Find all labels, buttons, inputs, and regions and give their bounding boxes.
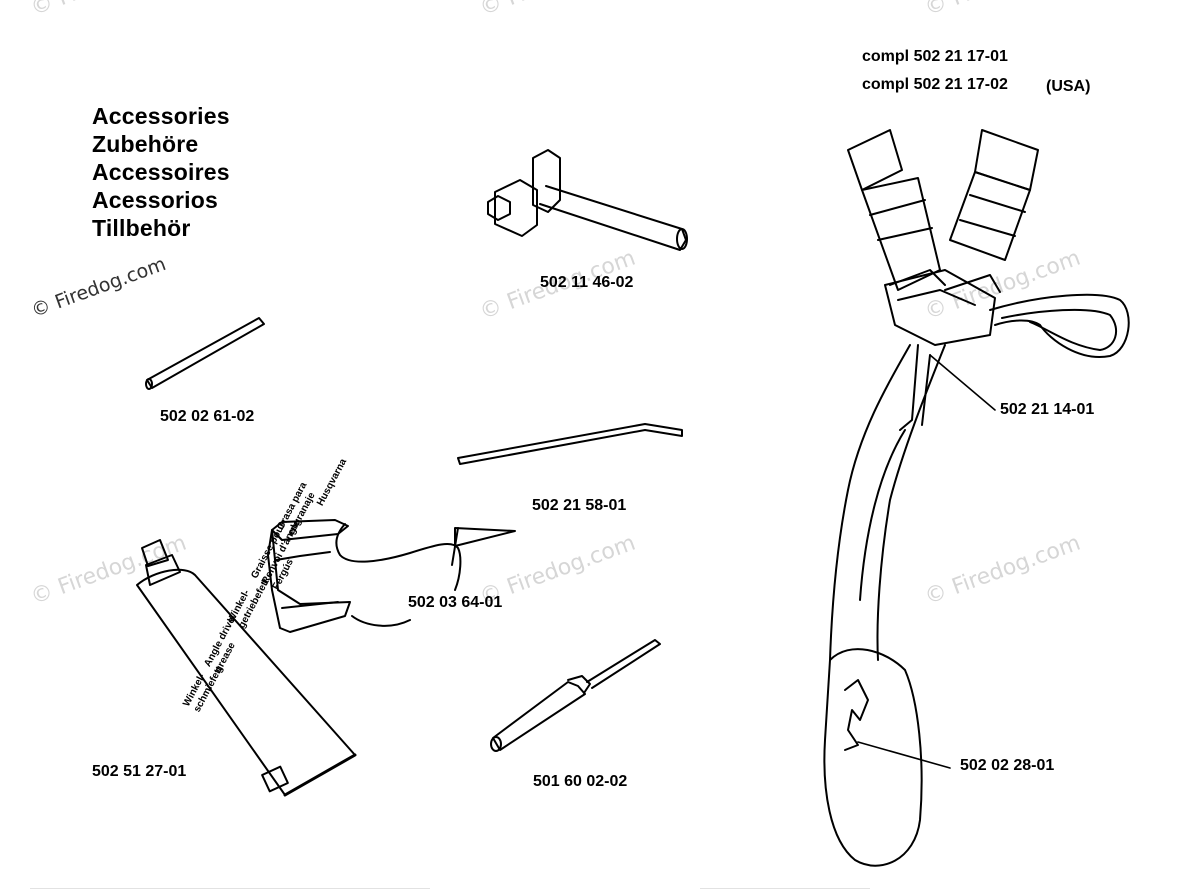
title-block: Accessories Zubehöre Accessoires Acessor… [92, 102, 230, 242]
buckle-part-number: 502 21 14-01 [1000, 401, 1095, 418]
file-part-number: 501 60 02-02 [533, 773, 628, 790]
title-en: Accessories [92, 103, 230, 129]
rod-part-number: 502 21 58-01 [532, 497, 627, 514]
pin-drawing [145, 317, 265, 390]
bottom-divider [30, 888, 430, 889]
title-de: Zubehöre [92, 131, 199, 157]
title-sv: Tillbehör [92, 215, 191, 241]
harness-part-number-2: compl 502 21 17-02 [862, 76, 1008, 93]
tube-text: Husqvarna [315, 457, 349, 508]
guard-drawing [267, 519, 516, 633]
wrench-part-number: 502 11 46-02 [540, 274, 634, 291]
guard-part-number: 502 03 64-01 [408, 594, 503, 611]
harness-drawing [823, 129, 1130, 867]
bottom-divider [700, 888, 870, 889]
pin-part-number: 502 02 61-02 [160, 408, 255, 425]
grease-part-number: 502 51 27-01 [92, 763, 187, 780]
grease-tube-label: Winkel- schmiefett Angle drive grease Wi… [181, 457, 349, 714]
hook-part-number: 502 02 28-01 [960, 757, 1055, 774]
usa-label: (USA) [1046, 78, 1091, 95]
grease-tube-drawing [136, 539, 357, 797]
bent-rod-drawing [457, 423, 683, 465]
file-holder-drawing [490, 639, 661, 752]
title-fr: Accessoires [92, 159, 230, 185]
combination-wrench-drawing [487, 149, 688, 251]
harness-part-number-1: compl 502 21 17-01 [862, 48, 1008, 65]
title-es: Acessorios [92, 187, 219, 213]
